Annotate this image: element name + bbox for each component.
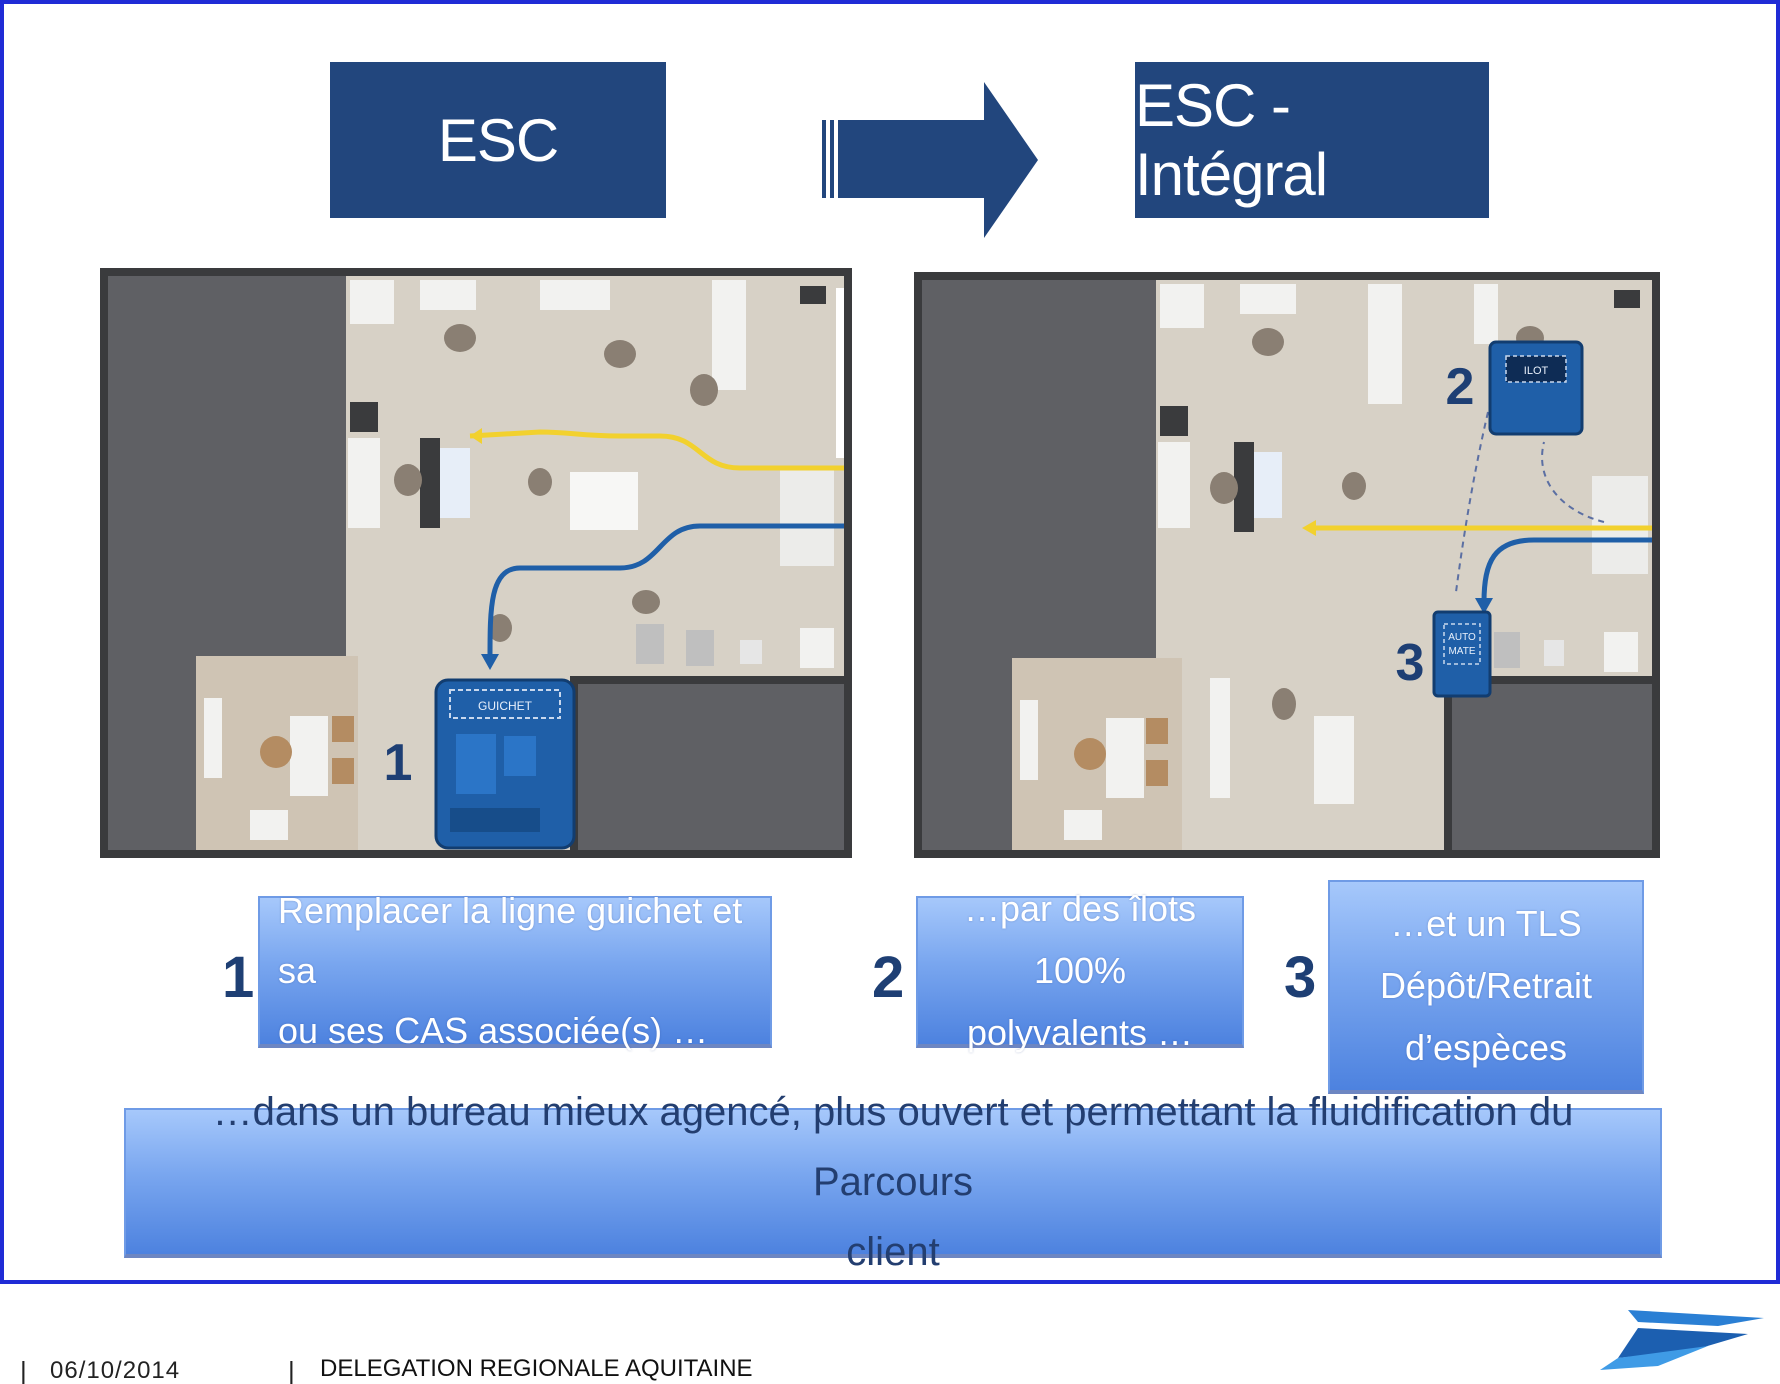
title-esc-text: ESC — [437, 106, 559, 174]
plan-marker-2: 2 — [1446, 358, 1475, 416]
step-number-2: 2 — [872, 945, 905, 1010]
caption-step-1-line1: Remplacer la ligne guichet et sa — [278, 890, 743, 991]
caption-summary-line1: …dans un bureau mieux agencé, plus ouver… — [212, 1090, 1574, 1204]
footer-separator: | — [288, 1356, 295, 1384]
caption-step-3-line1: …et un TLS — [1390, 903, 1582, 944]
floor-plan-esc: GUICHET 1 — [100, 268, 852, 858]
kiosk-label-1: AUTO — [1448, 632, 1476, 643]
footer-organization: DELEGATION REGIONALE AQUITAINE — [320, 1355, 753, 1382]
title-esc: ESC — [330, 62, 666, 218]
title-esc-integral-text: ESC - Intégral — [1135, 72, 1328, 208]
title-esc-integral: ESC - Intégral — [1135, 62, 1489, 218]
floor-plan-esc-integral: ILOT AUTO MATE 2 3 — [914, 272, 1660, 858]
caption-summary: …dans un bureau mieux agencé, plus ouver… — [124, 1090, 1662, 1274]
la-poste-logo-icon — [1600, 1310, 1764, 1370]
caption-summary-line2: client — [846, 1230, 940, 1274]
caption-step-2: …par des îlots 100% polyvalents … — [916, 888, 1244, 1053]
caption-step-3-line3: d’espèces — [1404, 1027, 1568, 1068]
plan-marker-1: 1 — [384, 734, 413, 792]
step-number-1: 1 — [222, 945, 255, 1010]
ilot-label: ILOT — [1524, 365, 1549, 377]
plan-marker-3: 3 — [1396, 634, 1425, 692]
kiosk-label-2: MATE — [1448, 646, 1475, 657]
caption-step-2-line1: …par des îlots 100% — [963, 888, 1197, 991]
guichet-label: GUICHET — [478, 699, 533, 713]
transition-arrow-icon — [822, 82, 1038, 238]
caption-step-1: Remplacer la ligne guichet et sa ou ses … — [258, 890, 772, 1051]
step-number-3: 3 — [1284, 945, 1317, 1010]
footer-separator: | — [20, 1356, 27, 1384]
footer-date: 06/10/2014 — [50, 1357, 181, 1384]
caption-step-1-line2: ou ses CAS associée(s) … — [278, 1010, 709, 1051]
caption-step-3: …et un TLS Dépôt/Retrait d’espèces — [1328, 880, 1644, 1094]
caption-step-3-line2: Dépôt/Retrait — [1379, 965, 1593, 1006]
caption-step-2-line2: polyvalents … — [966, 1012, 1194, 1053]
